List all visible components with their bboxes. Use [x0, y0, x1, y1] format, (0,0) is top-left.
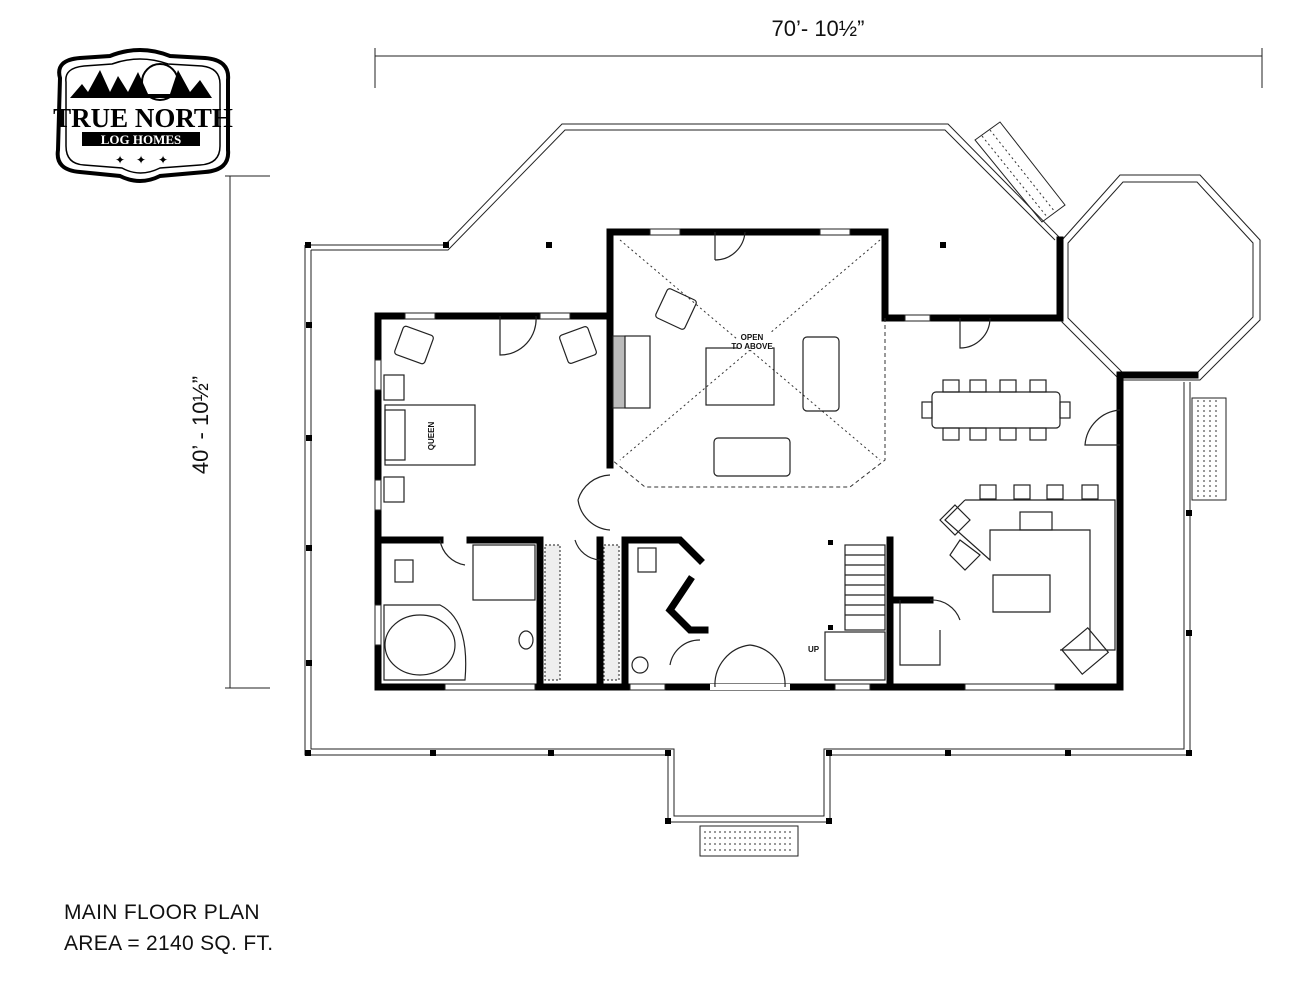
exterior-walls: [374, 228, 1199, 691]
dining-kitchen: [899, 379, 1116, 676]
width-label: 70’- 10½”: [772, 16, 865, 41]
true-north-logo: TRUE NORTH LOG HOMES ✦ ✦ ✦: [53, 48, 233, 183]
open-label-1: OPEN: [741, 333, 764, 342]
svg-text:✦: ✦: [136, 153, 146, 167]
armchair: [655, 288, 697, 330]
plan-area: AREA = 2140 SQ. FT.: [64, 932, 274, 955]
bedroom: QUEEN: [383, 325, 597, 503]
windows: [374, 228, 1056, 691]
bed-label: QUEEN: [427, 422, 436, 451]
staircase: UP: [808, 540, 886, 681]
dining-table: [931, 391, 1061, 429]
fireplace: [612, 335, 626, 409]
width-dimension: 70’- 10½”: [374, 16, 1263, 88]
sofa: [802, 336, 840, 412]
open-label-2: TO ABOVE: [731, 342, 773, 351]
stairs-up-label: UP: [808, 645, 820, 654]
doors: [439, 231, 1121, 688]
logo-subtext: LOG HOMES: [101, 132, 182, 147]
svg-text:✦: ✦: [158, 153, 168, 167]
living-room: OPEN TO ABOVE: [611, 239, 886, 488]
sofa: [713, 437, 791, 477]
depth-label: 40’ - 10½”: [188, 376, 213, 474]
bathrooms: [383, 544, 657, 681]
svg-text:✦: ✦: [115, 153, 125, 167]
porch-outline: [304, 121, 1261, 857]
logo-text: TRUE NORTH: [53, 103, 233, 133]
depth-dimension: 40’ - 10½”: [188, 175, 270, 689]
plan-title: MAIN FLOOR PLAN: [64, 901, 260, 924]
